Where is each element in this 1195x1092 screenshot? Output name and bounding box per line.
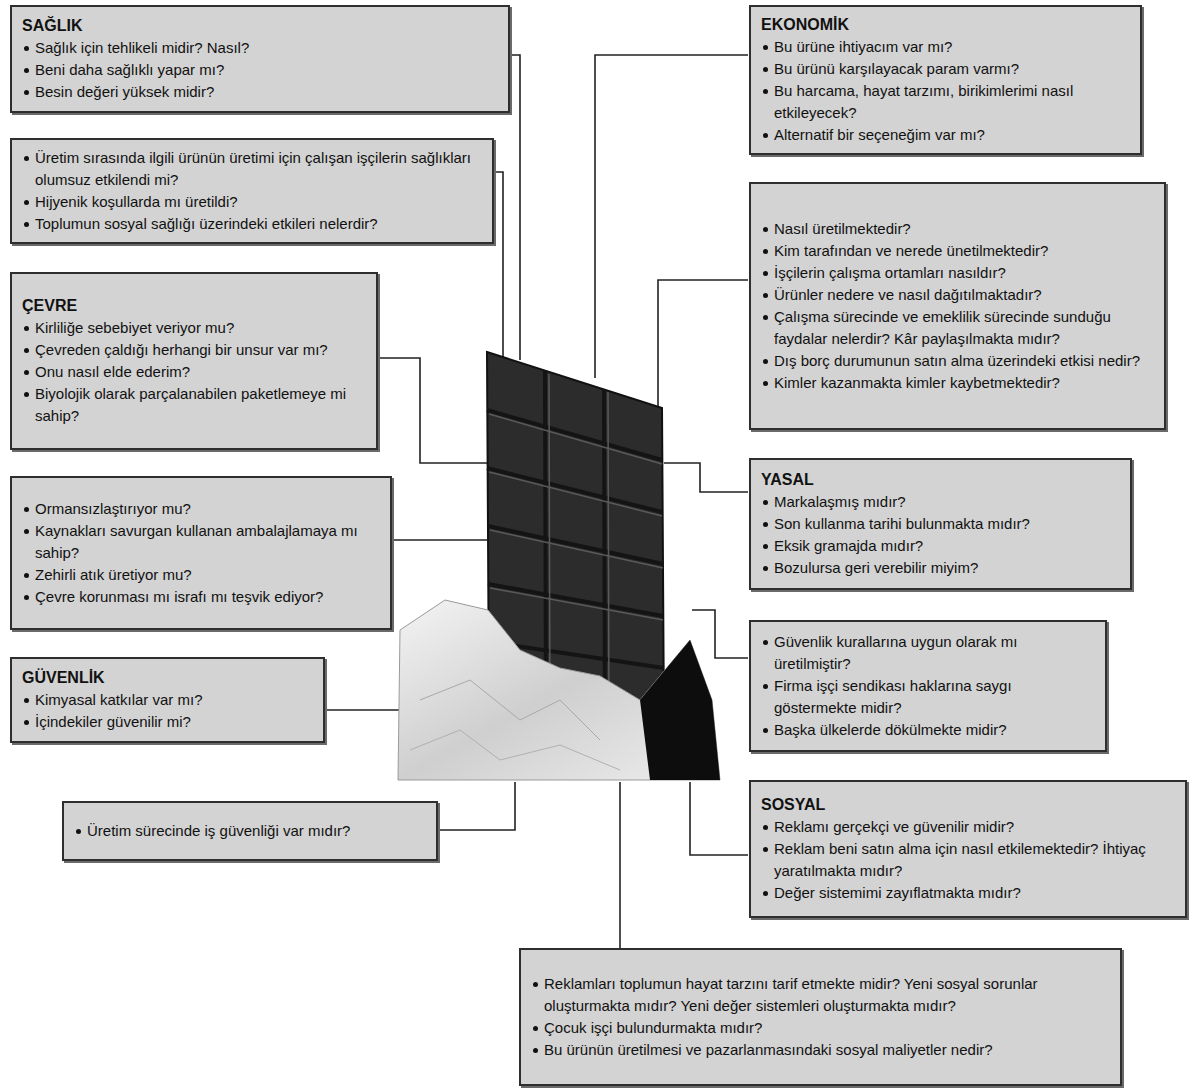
question-item: Alternatif bir seçeneğim var mı?	[761, 124, 1131, 146]
question-item: Değer sistemimi zayıflatmakta mıdır?	[761, 882, 1176, 904]
question-item: Çocuk işçi bulundurmakta mıdır?	[531, 1017, 1111, 1039]
question-item: Ormansızlaştırıyor mu?	[22, 498, 381, 520]
question-item: Dış borç durumunun satın alma üzerindeki…	[761, 350, 1155, 372]
question-item: Son kullanma tarihi bulunmakta mıdır?	[761, 513, 1121, 535]
question-item: Çevre korunması mı israfı mı teşvik ediy…	[22, 586, 381, 608]
question-box: EKONOMİKBu ürüne ihtiyacım var mı?Bu ürü…	[749, 5, 1142, 155]
question-item: Bu ürünü karşılayacak param varmı?	[761, 58, 1131, 80]
question-item: Reklamı gerçekçi ve güvenilir midir?	[761, 816, 1176, 838]
question-item: Kirliliğe sebebiyet veriyor mu?	[22, 317, 367, 339]
question-item: Eksik gramajda mıdır?	[761, 535, 1121, 557]
question-item: Beni daha sağlıklı yapar mı?	[22, 59, 499, 81]
question-item: Bozulursa geri verebilir miyim?	[761, 557, 1121, 579]
question-item: Güvenlik kurallarına uygun olarak mı üre…	[761, 631, 1096, 675]
question-item: Besin değeri yüksek midir?	[22, 81, 499, 103]
question-box: Üretim sırasında ilgili ürünün üretimi i…	[10, 138, 494, 244]
question-item: Bu harcama, hayat tarzımı, birikimlerimi…	[761, 80, 1131, 124]
question-item: Toplumun sosyal sağlığı üzerindeki etkil…	[22, 213, 483, 235]
question-item: Reklamları toplumun hayat tarzını tarif …	[531, 973, 1111, 1017]
question-item: Zehirli atık üretiyor mu?	[22, 564, 381, 586]
question-item: Çevreden çaldığı herhangi bir unsur var …	[22, 339, 367, 361]
question-item: Reklam beni satın alma için nasıl etkile…	[761, 838, 1176, 882]
question-item: Nasıl üretilmektedir?	[761, 218, 1155, 240]
category-heading: SOSYAL	[761, 794, 1176, 816]
question-box: Güvenlik kurallarına uygun olarak mı üre…	[749, 620, 1107, 752]
question-box: Üretim sürecinde iş güvenliği var mıdır?	[62, 801, 438, 861]
question-item: Onu nasıl elde ederim?	[22, 361, 367, 383]
category-heading: YASAL	[761, 469, 1121, 491]
question-item: İşçilerin çalışma ortamları nasıldır?	[761, 262, 1155, 284]
question-item: Üretim sırasında ilgili ürünün üretimi i…	[22, 147, 483, 191]
question-item: Bu ürüne ihtiyacım var mı?	[761, 36, 1131, 58]
question-box: SAĞLIKSağlık için tehlikeli midir? Nasıl…	[10, 5, 510, 113]
question-box: GÜVENLİKKimyasal katkılar var mı?İçindek…	[10, 657, 325, 743]
question-item: Sağlık için tehlikeli midir? Nasıl?	[22, 37, 499, 59]
question-item: Kimler kazanmakta kimler kaybetmektedir?	[761, 372, 1155, 394]
question-box: SOSYALReklamı gerçekçi ve güvenilir midi…	[749, 780, 1187, 918]
question-item: Kim tarafından ve nerede ünetilmektedir?	[761, 240, 1155, 262]
category-heading: SAĞLIK	[22, 15, 499, 37]
question-box: YASALMarkalaşmış mıdır?Son kullanma tari…	[749, 458, 1132, 590]
category-heading: GÜVENLİK	[22, 667, 314, 689]
question-box: Reklamları toplumun hayat tarzını tarif …	[519, 948, 1122, 1086]
question-item: Kaynakları savurgan kullanan ambalajlama…	[22, 520, 381, 564]
question-item: Üretim sürecinde iş güvenliği var mıdır?	[74, 820, 427, 842]
question-item: Biyolojik olarak parçalanabilen paketlem…	[22, 383, 367, 427]
category-heading: EKONOMİK	[761, 14, 1131, 36]
question-item: Markalaşmış mıdır?	[761, 491, 1121, 513]
question-item: Hijyenik koşullarda mı üretildi?	[22, 191, 483, 213]
question-item: Çalışma sürecinde ve emeklilik sürecinde…	[761, 306, 1155, 350]
foil-wrapper	[398, 600, 720, 780]
question-item: Kimyasal katkılar var mı?	[22, 689, 314, 711]
question-item: Başka ülkelerde dökülmekte midir?	[761, 719, 1096, 741]
question-box: ÇEVREKirliliğe sebebiyet veriyor mu?Çevr…	[10, 272, 378, 450]
question-item: Ürünler nedere ve nasıl dağıtılmaktadır?	[761, 284, 1155, 306]
question-item: İçindekiler güvenilir mi?	[22, 711, 314, 733]
question-item: Bu ürünün üretilmesi ve pazarlanmasındak…	[531, 1039, 1111, 1061]
question-item: Firma işçi sendikası haklarına saygı gös…	[761, 675, 1096, 719]
question-box: Nasıl üretilmektedir?Kim tarafından ve n…	[749, 182, 1166, 430]
category-heading: ÇEVRE	[22, 295, 367, 317]
question-box: Ormansızlaştırıyor mu?Kaynakları savurga…	[10, 476, 392, 630]
